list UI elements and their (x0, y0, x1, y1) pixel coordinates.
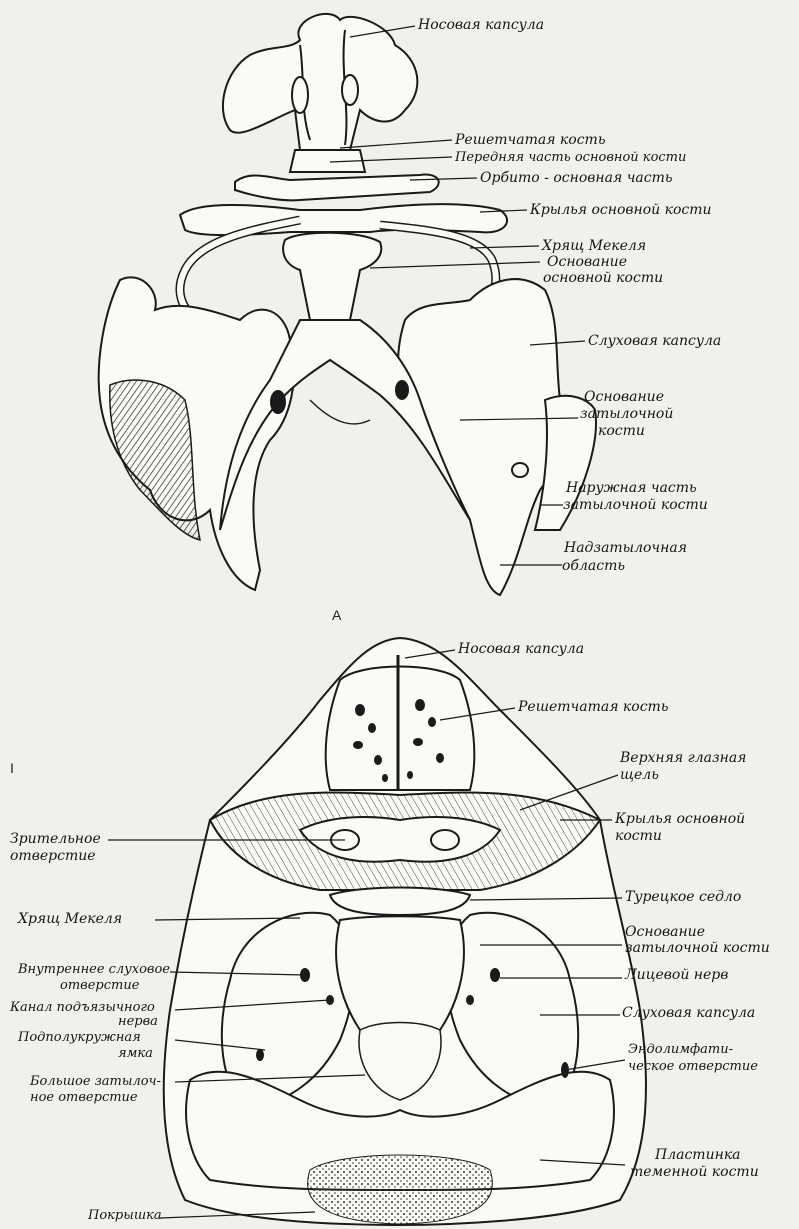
label-b-ethmoid: Решетчатая кость (518, 700, 668, 715)
panel-a-drawing (99, 14, 596, 595)
label-b-basioccipital-2: затылочной кости (625, 941, 770, 956)
label-b-hypoglossal-2: нерва (118, 1014, 158, 1029)
label-b-subarcuate-2: ямка (118, 1046, 153, 1061)
label-b-parietal-2: теменной кости (630, 1165, 759, 1180)
sphenoid-wings-a (180, 204, 507, 235)
label-b-orbital-fissure-2: щель (620, 768, 659, 783)
label-b-sphenoid-wings-1: Крылья основной (615, 812, 745, 827)
label-a-otic-capsule: Слуховая капсула (588, 334, 721, 349)
label-b-otic-capsule: Слуховая капсула (622, 1006, 755, 1021)
label-b-sphenoid-wings-2: кости (615, 829, 662, 844)
label-b-endolymphatic-1: Эндолимфати- (628, 1042, 733, 1057)
label-a-supraoccipital-2: область (562, 559, 625, 574)
label-b-optic-foramen-2: отверстие (10, 849, 96, 864)
label-a-basisphenoid-2: основной кости (543, 271, 663, 286)
orbitosphenoid-a (235, 175, 439, 201)
label-a-orbitosphenoid: Орбито - основная часть (480, 171, 673, 186)
label-a-meckel: Хрящ Мекеля (542, 239, 646, 254)
panel-a-letter: А (332, 607, 341, 623)
label-a-exoccipital-1: Наружная часть (566, 481, 697, 496)
exoccipital-left-hatched-a (110, 380, 200, 540)
label-b-basioccipital-1: Основание (625, 925, 705, 940)
label-b-meckel: Хрящ Мекеля (18, 912, 122, 927)
label-b-foramen-magnum-2: ное отверстие (30, 1090, 138, 1105)
label-a-supraoccipital-1: Надзатылочная (564, 541, 687, 556)
label-b-optic-foramen-1: Зрительное (10, 832, 101, 847)
label-b-sella: Турецкое седло (625, 890, 741, 905)
label-a-basioccipital-3: кости (598, 424, 645, 439)
stray-mark: I (10, 760, 14, 776)
label-a-presphenoid: Передняя часть основной кости (455, 150, 686, 165)
label-a-basisphenoid-1: Основание (547, 255, 627, 270)
basisphenoid-a (283, 233, 381, 320)
label-b-subarcuate-1: Подполукружная (18, 1030, 141, 1045)
basioccipital-b (336, 916, 464, 1030)
label-b-nasal-capsule: Носовая капсула (458, 642, 584, 657)
panel-b-drawing (164, 638, 646, 1225)
label-a-sphenoid-wings: Крылья основной кости (530, 203, 712, 218)
label-b-orbital-fissure-1: Верхняя глазная (620, 751, 746, 766)
label-b-hypoglossal-1: Канал подъязычного (10, 1000, 155, 1015)
label-b-roof: Покрышка (88, 1208, 162, 1223)
label-a-basioccipital-2: затылочной (580, 407, 673, 422)
nasal-capsule-a (223, 14, 417, 150)
ethmoid-plate-b (326, 667, 475, 791)
label-a-exoccipital-2: затылочной кости (563, 498, 708, 513)
label-a-basioccipital-1: Основание (584, 390, 664, 405)
label-a-ethmoid: Решетчатая кость (455, 133, 605, 148)
label-b-endolymphatic-2: ческое отверстие (628, 1059, 758, 1074)
label-b-facial-nerve: Лицевой нерв (625, 968, 728, 983)
label-b-parietal-1: Пластинка (655, 1148, 741, 1163)
label-b-foramen-magnum-1: Большое затылоч- (30, 1074, 161, 1089)
label-b-internal-acoustic-1: Внутреннее слуховое (18, 962, 170, 977)
sella-turcica-b (330, 888, 470, 916)
tectum-b (308, 1155, 493, 1224)
label-a-nasal-capsule: Носовая капсула (418, 18, 544, 33)
label-b-internal-acoustic-2: отверстие (60, 978, 139, 993)
